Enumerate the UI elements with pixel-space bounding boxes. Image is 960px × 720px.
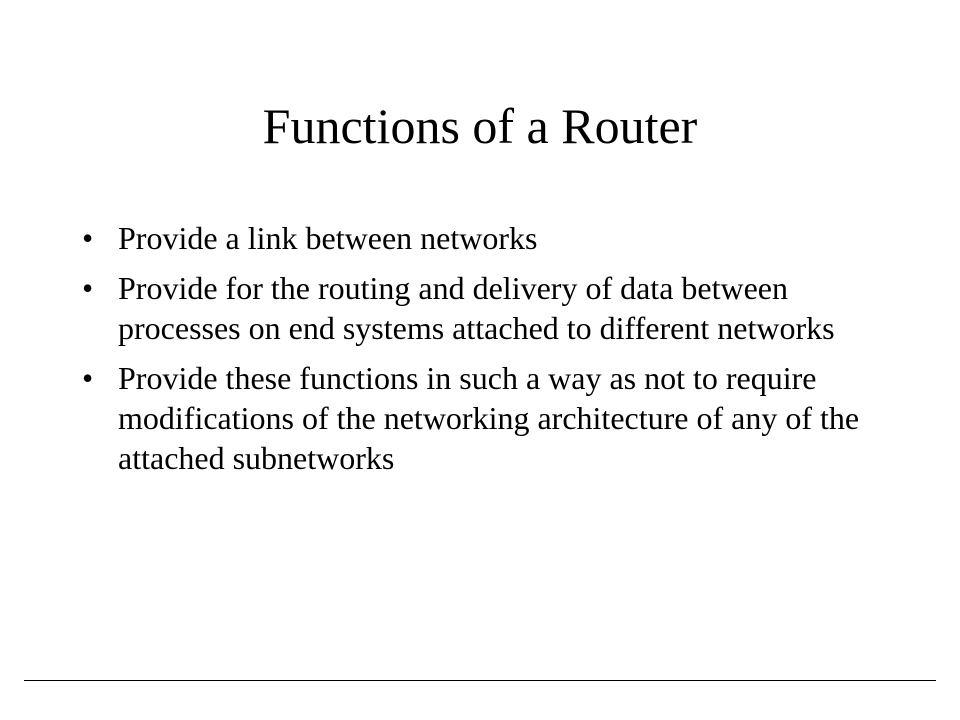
footer-divider xyxy=(24,680,936,681)
bullet-item: • Provide a link between networks xyxy=(82,218,882,258)
bullet-text: Provide these functions in such a way as… xyxy=(118,360,860,476)
bullet-marker: • xyxy=(82,220,94,256)
bullet-item: • Provide these functions in such a way … xyxy=(82,358,882,478)
bullet-text: Provide for the routing and delivery of … xyxy=(118,270,835,346)
bullet-marker: • xyxy=(82,360,94,396)
bullet-list: • Provide a link between networks • Prov… xyxy=(82,218,882,488)
slide-title: Functions of a Router xyxy=(262,98,698,154)
bullet-item: • Provide for the routing and delivery o… xyxy=(82,268,882,348)
bullet-marker: • xyxy=(82,270,94,306)
bullet-text: Provide a link between networks xyxy=(118,220,538,256)
